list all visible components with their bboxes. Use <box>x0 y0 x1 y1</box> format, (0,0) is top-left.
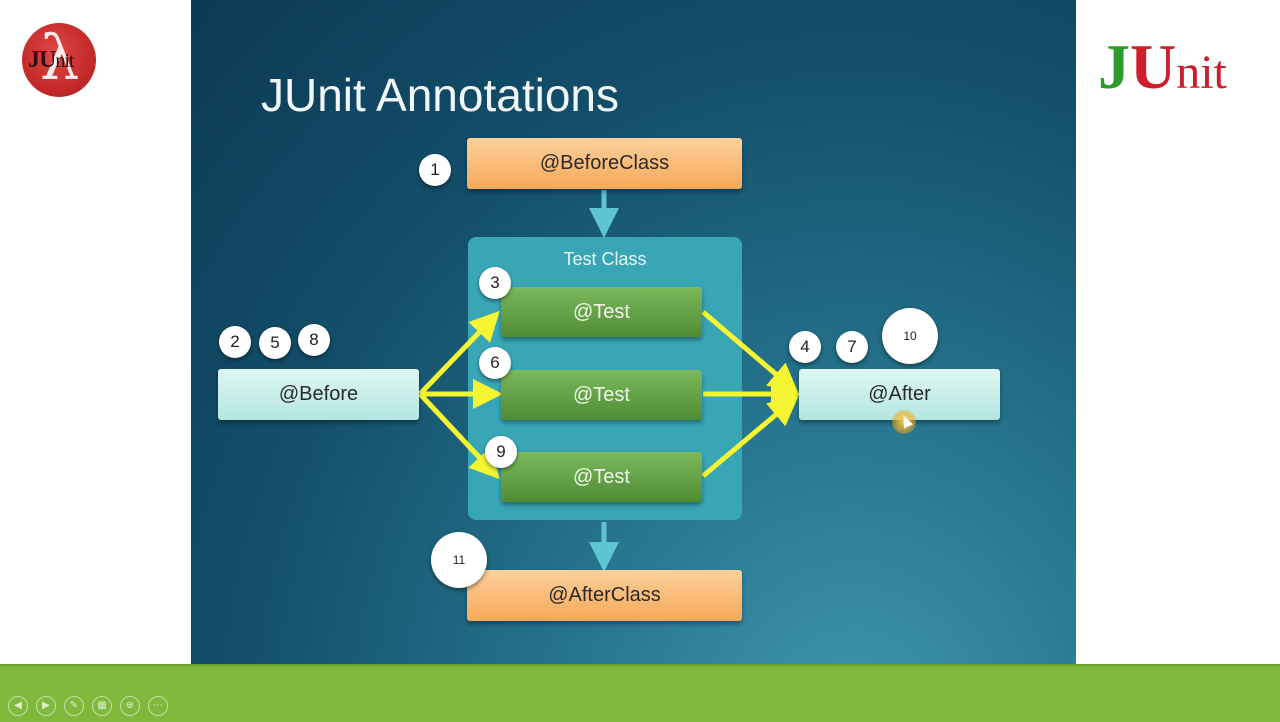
slides-grid-icon[interactable]: ▦ <box>92 696 112 716</box>
test-box-1: @Test <box>501 287 702 337</box>
step-badge-6: 6 <box>479 347 511 379</box>
test-box-2: @Test <box>501 370 702 420</box>
slide-title: JUnit Annotations <box>261 69 620 121</box>
slideshow-controls: ◀ ▶ ✎ ▦ ⊕ ⋯ <box>8 696 168 716</box>
left-panel <box>0 0 191 664</box>
prev-slide-icon[interactable]: ◀ <box>8 696 28 716</box>
lambda-icon: λ <box>40 21 80 94</box>
junit-logo: JUnit <box>1098 30 1227 104</box>
arrow-test-1-to-after <box>701 310 799 394</box>
step-badge-9: 9 <box>485 436 517 468</box>
step-badge-8: 8 <box>298 324 330 356</box>
right-panel <box>1076 0 1280 664</box>
arrow-before-to-test-1 <box>418 310 500 396</box>
step-badge-7: 7 <box>836 331 868 363</box>
step-badge-1: 1 <box>419 154 451 186</box>
after-class-box: @AfterClass <box>467 570 742 621</box>
logo-j: J <box>1098 31 1130 102</box>
arrow-before-to-test-3 <box>418 392 500 480</box>
arrow-test-3-to-after <box>701 395 799 478</box>
step-badge-5: 5 <box>259 327 291 359</box>
zoom-icon[interactable]: ⊕ <box>120 696 140 716</box>
next-slide-icon[interactable]: ▶ <box>36 696 56 716</box>
test-box-3: @Test <box>501 452 702 502</box>
logo-u: U <box>1130 31 1177 102</box>
more-options-icon[interactable]: ⋯ <box>148 696 168 716</box>
junit-lambda-logo: λ JUnit <box>22 21 96 97</box>
pointer-highlight <box>892 410 916 434</box>
step-badge-2: 2 <box>219 326 251 358</box>
before-class-box: @BeforeClass <box>467 138 742 189</box>
step-badge-4: 4 <box>789 331 821 363</box>
step-badge-3: 3 <box>479 267 511 299</box>
logo-nit: nit <box>1176 46 1227 99</box>
test-class-label: Test Class <box>563 249 647 269</box>
presentation-bottom-bar: ◀ ▶ ✎ ▦ ⊕ ⋯ <box>0 664 1280 722</box>
flow-arrows <box>418 190 801 572</box>
pen-icon[interactable]: ✎ <box>64 696 84 716</box>
before-box: @Before <box>218 369 419 420</box>
step-badge-10: 10 <box>882 308 938 364</box>
slide: JUnit Annotations Test Class @BeforeClas… <box>191 0 1076 664</box>
logo-left-text: JUnit <box>28 47 74 73</box>
step-badge-11: 11 <box>431 532 487 588</box>
